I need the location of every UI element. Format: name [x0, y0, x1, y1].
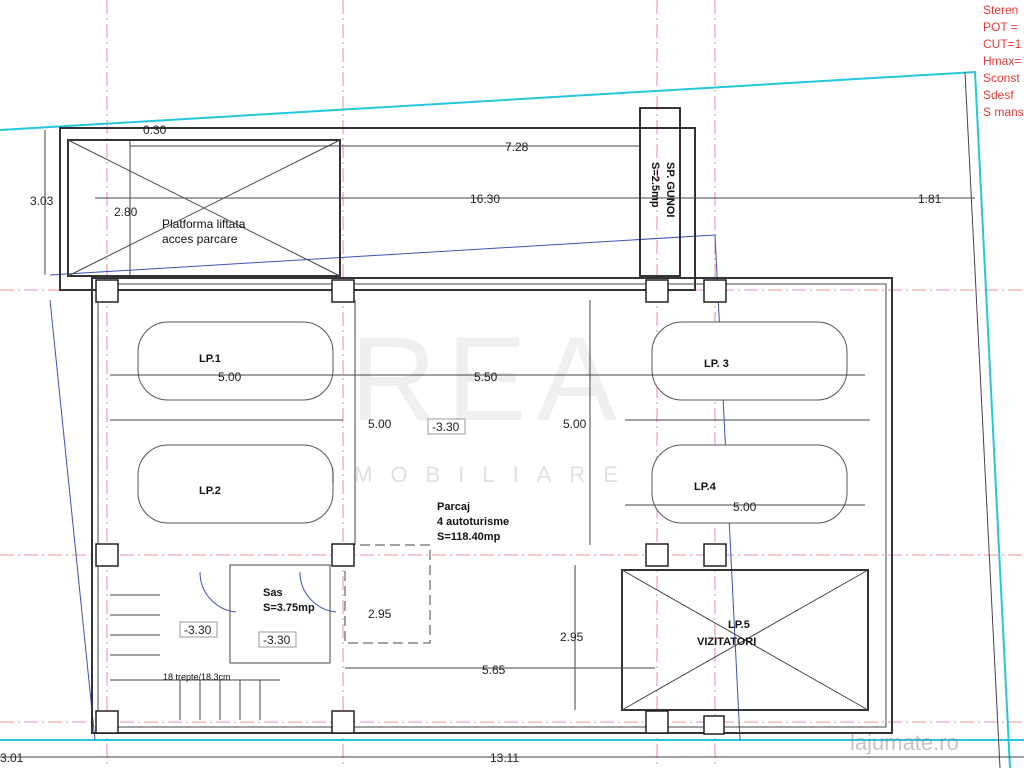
label-rooms-sas: Sas [263, 587, 283, 599]
label-rooms-platform_line1: Platforma liftata [162, 217, 246, 231]
label-rooms-lp5_sub: VIZITATORI [697, 636, 756, 648]
label-rooms-platform_line2: acces parcare [162, 232, 238, 246]
label-legend_red-6: S mans [983, 105, 1024, 119]
cars [137, 321, 848, 524]
label-rooms-gunoi_area: S=2.5mp [649, 162, 661, 208]
property-boundary [0, 70, 1024, 768]
watermark-sub: IMOBILIARE [330, 462, 636, 487]
label-rooms-stairs: 18 trepte/18.3cm [163, 672, 231, 682]
label-legend_red-0: Steren [983, 3, 1018, 17]
label-dims-d1311: 13.11 [490, 751, 519, 765]
dimension-lines [0, 130, 1024, 758]
label-dims-d295b: 2.95 [560, 630, 584, 644]
label-legend_red-3: Hmax= [983, 54, 1021, 68]
label-dims-d280: 2.80 [114, 205, 138, 219]
label-legend_red-2: CUT=1 [983, 37, 1022, 51]
room-labels: Platforma liftata acces parcare SP. GUNO… [162, 162, 756, 682]
label-rooms-lp4: LP.4 [694, 481, 717, 493]
level-sas: -3.30 [263, 633, 291, 647]
label-dims-d500v1: 5.00 [368, 417, 392, 431]
legend-red: Steren POT = CUT=1 Hmax= Sconst Sdesf S … [983, 3, 1024, 119]
car-lp4 [651, 444, 848, 524]
level-markers: -3.30 -3.30 -3.30 [179, 418, 466, 648]
watermark-brand: REA [350, 312, 627, 446]
label-dims-d030: 0.30 [143, 123, 167, 137]
label-rooms-lp2: LP.2 [199, 485, 221, 497]
label-rooms-parcaj_area: S=118.40mp [437, 531, 501, 543]
dimensions: 0.30 7.28 3.03 2.80 16.30 1.81 5.00 5.50… [0, 123, 942, 765]
site-watermark: lajumate.ro [850, 730, 959, 755]
label-dims-d550: 5.50 [474, 370, 498, 384]
label-rooms-gunoi: SP. GUNOI [664, 162, 676, 217]
label-dims-d181: 1.81 [918, 192, 942, 206]
level-stair: -3.30 [184, 623, 212, 637]
level-parking: -3.30 [432, 420, 460, 434]
label-rooms-lp1: LP.1 [199, 353, 221, 365]
label-rooms-parcaj_sub: 4 autoturisme [437, 516, 509, 528]
columns [95, 279, 727, 735]
walls [59, 107, 893, 734]
label-dims-d728: 7.28 [505, 140, 529, 154]
label-legend_red-1: POT = [983, 20, 1018, 34]
label-dims-d500v2: 5.00 [563, 417, 587, 431]
label-rooms-lp5: LP.5 [728, 619, 750, 631]
label-dims-d303: 3.03 [30, 194, 54, 208]
label-legend_red-5: Sdesf [983, 88, 1014, 102]
car-lp3 [651, 321, 848, 401]
car-lp2 [137, 444, 334, 524]
label-rooms-sas_area: S=3.75mp [263, 602, 315, 614]
label-rooms-parcaj: Parcaj [437, 501, 470, 513]
label-rooms-lp3: LP. 3 [704, 358, 729, 370]
label-dims-d500a: 5.00 [218, 370, 242, 384]
label-dims-d295a: 2.95 [368, 607, 392, 621]
label-dims-d1630: 16.30 [470, 192, 500, 206]
label-dims-d565: 5.65 [482, 663, 506, 677]
label-legend_red-4: Sconst [983, 71, 1020, 85]
label-dims-d301: 3.01 [0, 751, 24, 765]
label-dims-d500b: 5.00 [733, 500, 757, 514]
car-lp1 [137, 321, 334, 401]
